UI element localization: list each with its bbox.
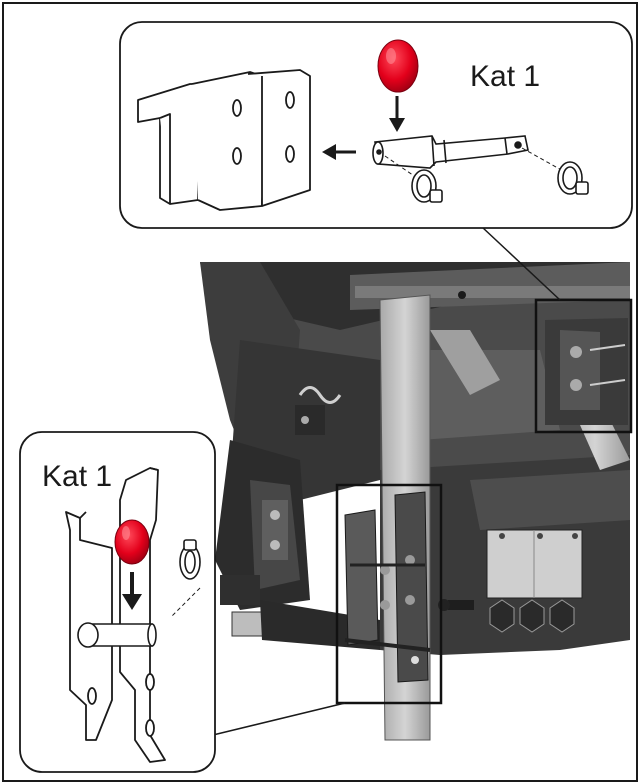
hitch-pin [372, 135, 529, 169]
down-arrow-icon [389, 96, 405, 132]
callout-left-label: Kat 1 [42, 460, 113, 493]
down-arrow-icon-side [122, 572, 142, 610]
left-mechanism [215, 386, 342, 610]
callout-top [119, 21, 633, 229]
callout-top-label: Kat 1 [470, 60, 541, 93]
spreader-machine [200, 262, 630, 741]
linchpin-icon-right [557, 161, 589, 195]
highlight-upper-hitch [534, 298, 633, 434]
highlight-lower-hitch [335, 483, 443, 705]
hitch-pin-side [77, 622, 157, 648]
linchpin-icon [411, 169, 443, 203]
callout-left [19, 431, 216, 773]
leader-line-top [481, 226, 561, 301]
left-arrow-icon [322, 144, 356, 160]
bushing-icon [377, 39, 419, 93]
leader-line-left [212, 702, 346, 736]
bushing-icon-side [114, 519, 150, 565]
bracket-drawing [137, 69, 311, 211]
linchpin-icon-side [179, 539, 201, 580]
hitch-plate [344, 491, 431, 683]
upper-hitch-mechanism [545, 318, 628, 425]
